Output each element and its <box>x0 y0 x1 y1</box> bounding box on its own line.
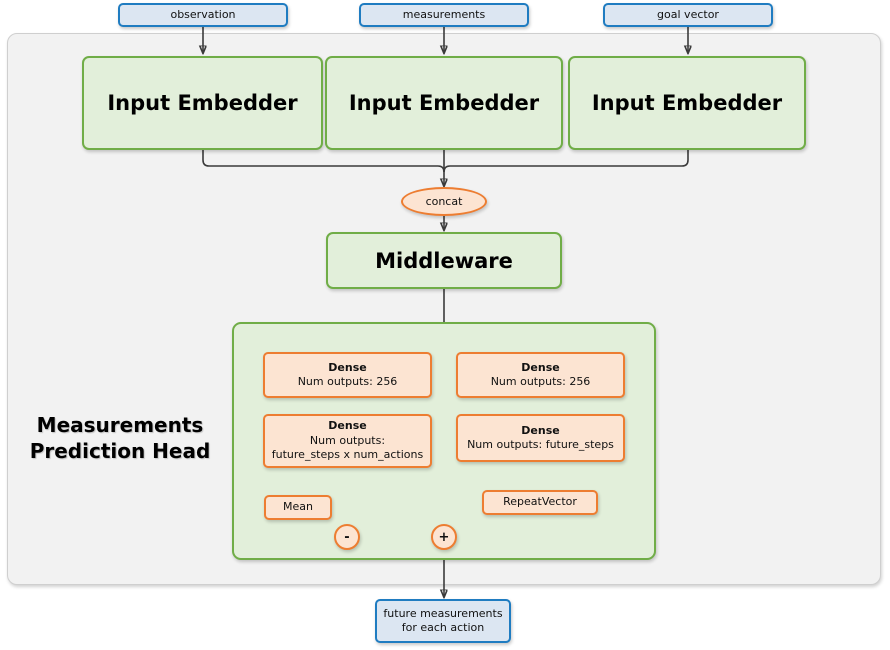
add-operator-label: + <box>438 529 450 545</box>
dense-right-2[interactable]: Dense Num outputs: future_steps <box>456 414 625 462</box>
input-embedder-1-label: Input Embedder <box>107 91 298 115</box>
dense-left-1[interactable]: Dense Num outputs: 256 <box>263 352 432 398</box>
input-embedder-3[interactable]: Input Embedder <box>568 56 806 150</box>
head-title-line-2: Prediction Head <box>29 439 211 463</box>
input-box-observation-label: observation <box>170 8 236 21</box>
input-box-measurements[interactable]: measurements <box>359 3 529 27</box>
measurements-prediction-head-title: Measurements Prediction Head <box>20 412 220 464</box>
concat-node[interactable]: concat <box>401 187 487 216</box>
input-box-measurements-label: measurements <box>402 8 486 21</box>
input-box-observation[interactable]: observation <box>118 3 288 27</box>
output-box-future-measurements[interactable]: future measurements for each action <box>375 599 511 643</box>
dense-left-2[interactable]: Dense Num outputs: future_steps x num_ac… <box>263 414 432 468</box>
input-box-goal-vector[interactable]: goal vector <box>603 3 773 27</box>
dense-left-1-title: Dense <box>328 360 367 374</box>
dense-left-2-line1: Num outputs: <box>309 433 386 447</box>
mean-label: Mean <box>283 500 313 514</box>
add-operator[interactable]: + <box>431 524 457 550</box>
input-embedder-1[interactable]: Input Embedder <box>82 56 323 150</box>
output-box-line-1: future measurements <box>383 607 503 620</box>
repeat-vector-label: RepeatVector <box>503 495 577 509</box>
repeat-vector-node[interactable]: RepeatVector <box>482 490 598 515</box>
input-embedder-3-label: Input Embedder <box>591 91 783 115</box>
middleware-node[interactable]: Middleware <box>326 232 562 289</box>
subtract-operator[interactable]: - <box>334 524 360 550</box>
dense-left-2-line2: future_steps x num_actions <box>271 448 424 462</box>
dense-left-1-line1: Num outputs: 256 <box>297 375 398 388</box>
head-title-line-1: Measurements <box>36 413 204 437</box>
dense-right-1-line1: Num outputs: 256 <box>490 375 591 388</box>
dense-right-2-title: Dense <box>521 423 560 437</box>
dense-left-2-title: Dense <box>328 419 367 433</box>
mean-node[interactable]: Mean <box>264 495 332 520</box>
dense-right-1[interactable]: Dense Num outputs: 256 <box>456 352 625 398</box>
middleware-label: Middleware <box>375 248 513 273</box>
subtract-operator-label: - <box>344 529 350 545</box>
output-box-line-2: for each action <box>401 621 485 634</box>
input-embedder-2-label: Input Embedder <box>348 91 540 115</box>
dense-right-2-line1: Num outputs: future_steps <box>467 438 614 451</box>
dense-right-1-title: Dense <box>521 360 560 374</box>
input-embedder-2[interactable]: Input Embedder <box>325 56 563 150</box>
input-box-goal-vector-label: goal vector <box>657 8 719 21</box>
concat-label: concat <box>425 195 463 208</box>
